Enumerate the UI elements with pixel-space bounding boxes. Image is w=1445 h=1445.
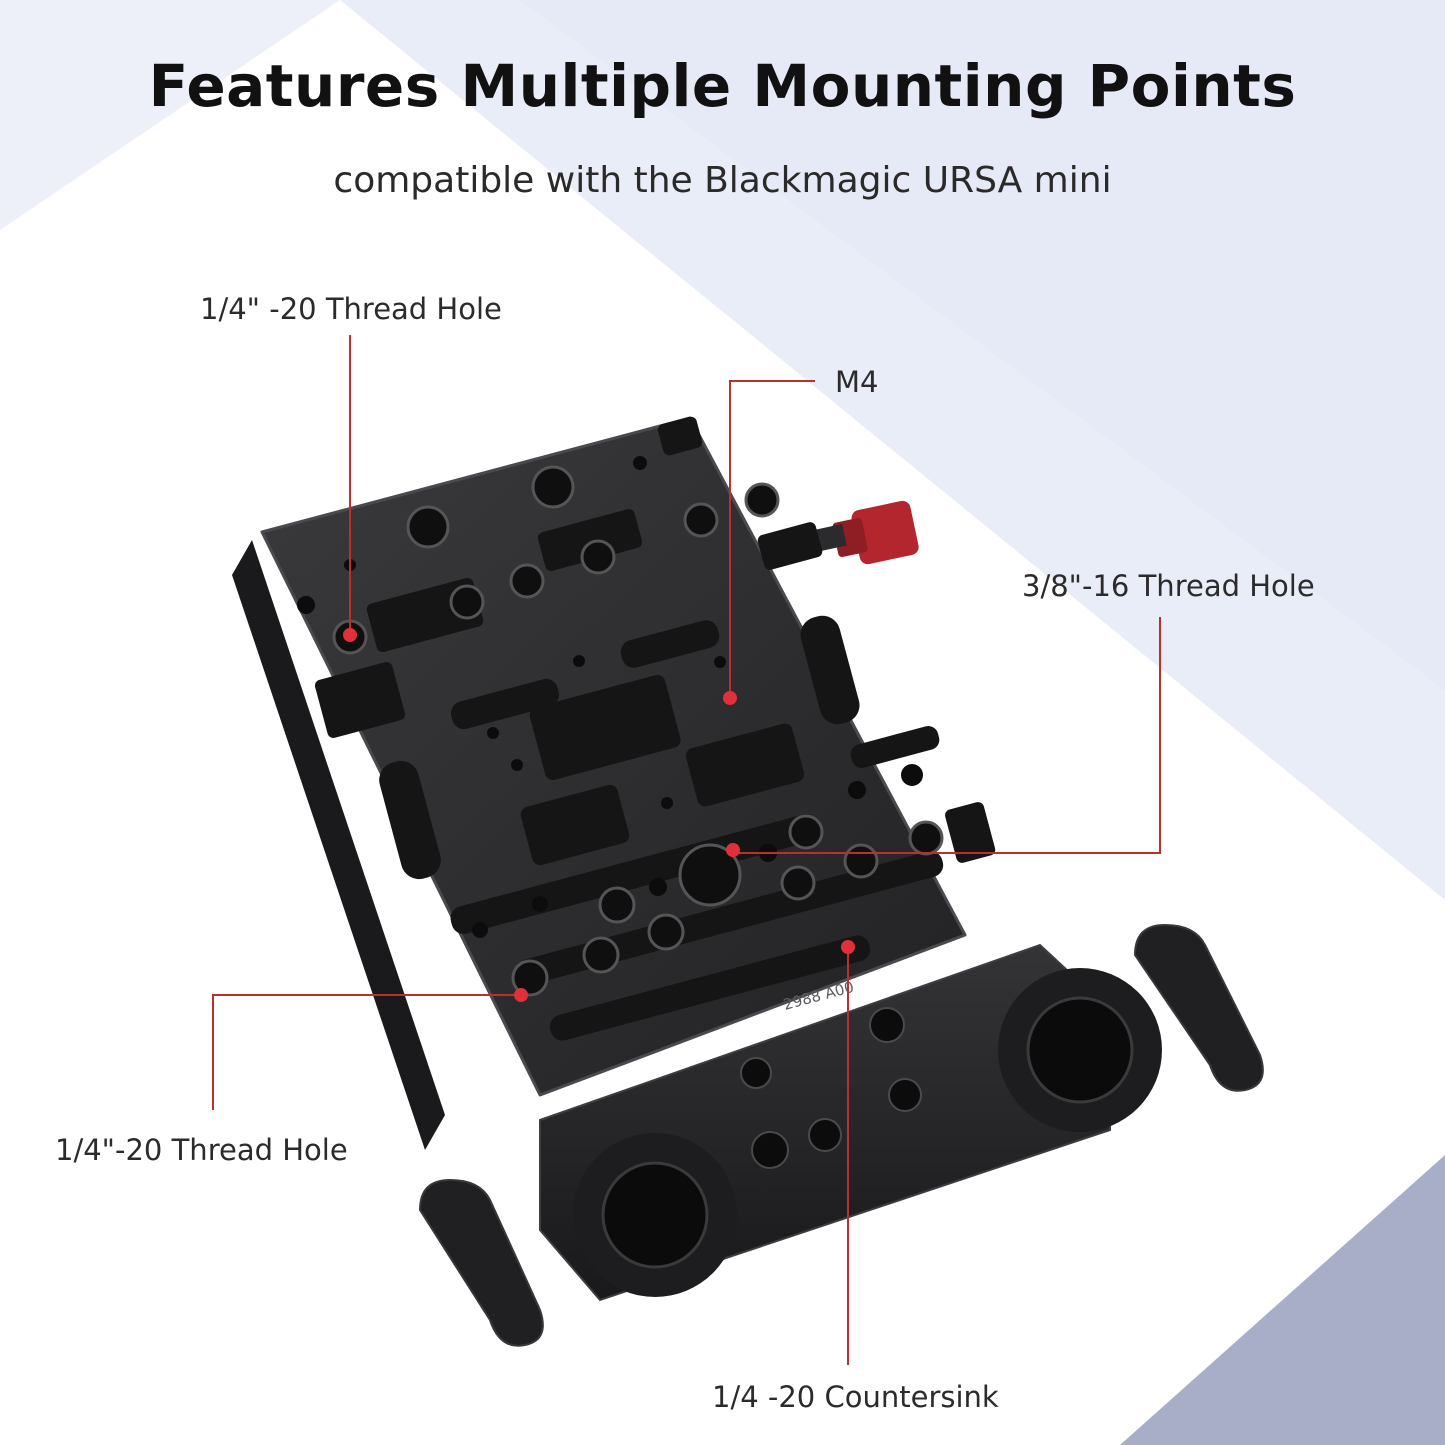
callout-marker-dots [343,628,855,1002]
rod-lever-right [1133,923,1264,1092]
rod-clamp-right [998,968,1162,1132]
callout-thread-hole-top: 1/4" -20 Thread Hole [200,292,502,326]
rod-clamp-left [573,1133,737,1297]
callout-thread-hole-38: 3/8"-16 Thread Hole [1022,569,1315,603]
subheadline: compatible with the Blackmagic URSA mini [333,160,1112,201]
background-corner-shape [1120,1155,1445,1445]
rod-lever-left [418,1178,544,1347]
callout-leader-lines [212,335,1161,1365]
headline: Features Multiple Mounting Points [148,52,1297,120]
callout-m4: M4 [835,365,879,399]
rod-clamp-holes [740,1007,922,1169]
callout-thread-hole-bottom: 1/4"-20 Thread Hole [55,1133,348,1167]
plate-side-edge [232,540,445,1150]
plate-slots [314,416,996,1041]
callout-countersink: 1/4 -20 Countersink [712,1380,999,1414]
